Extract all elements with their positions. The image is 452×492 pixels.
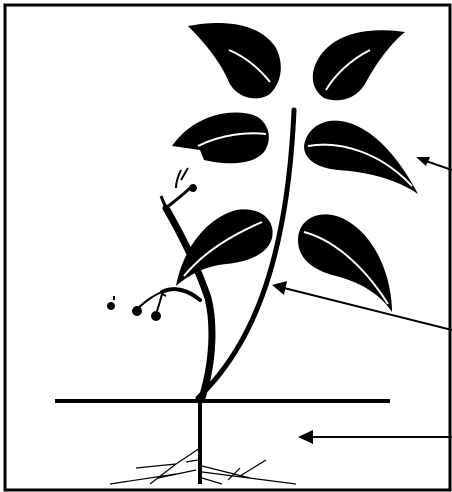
berry (189, 184, 197, 192)
berry (107, 302, 115, 310)
berry (151, 311, 161, 321)
berry (132, 306, 142, 316)
